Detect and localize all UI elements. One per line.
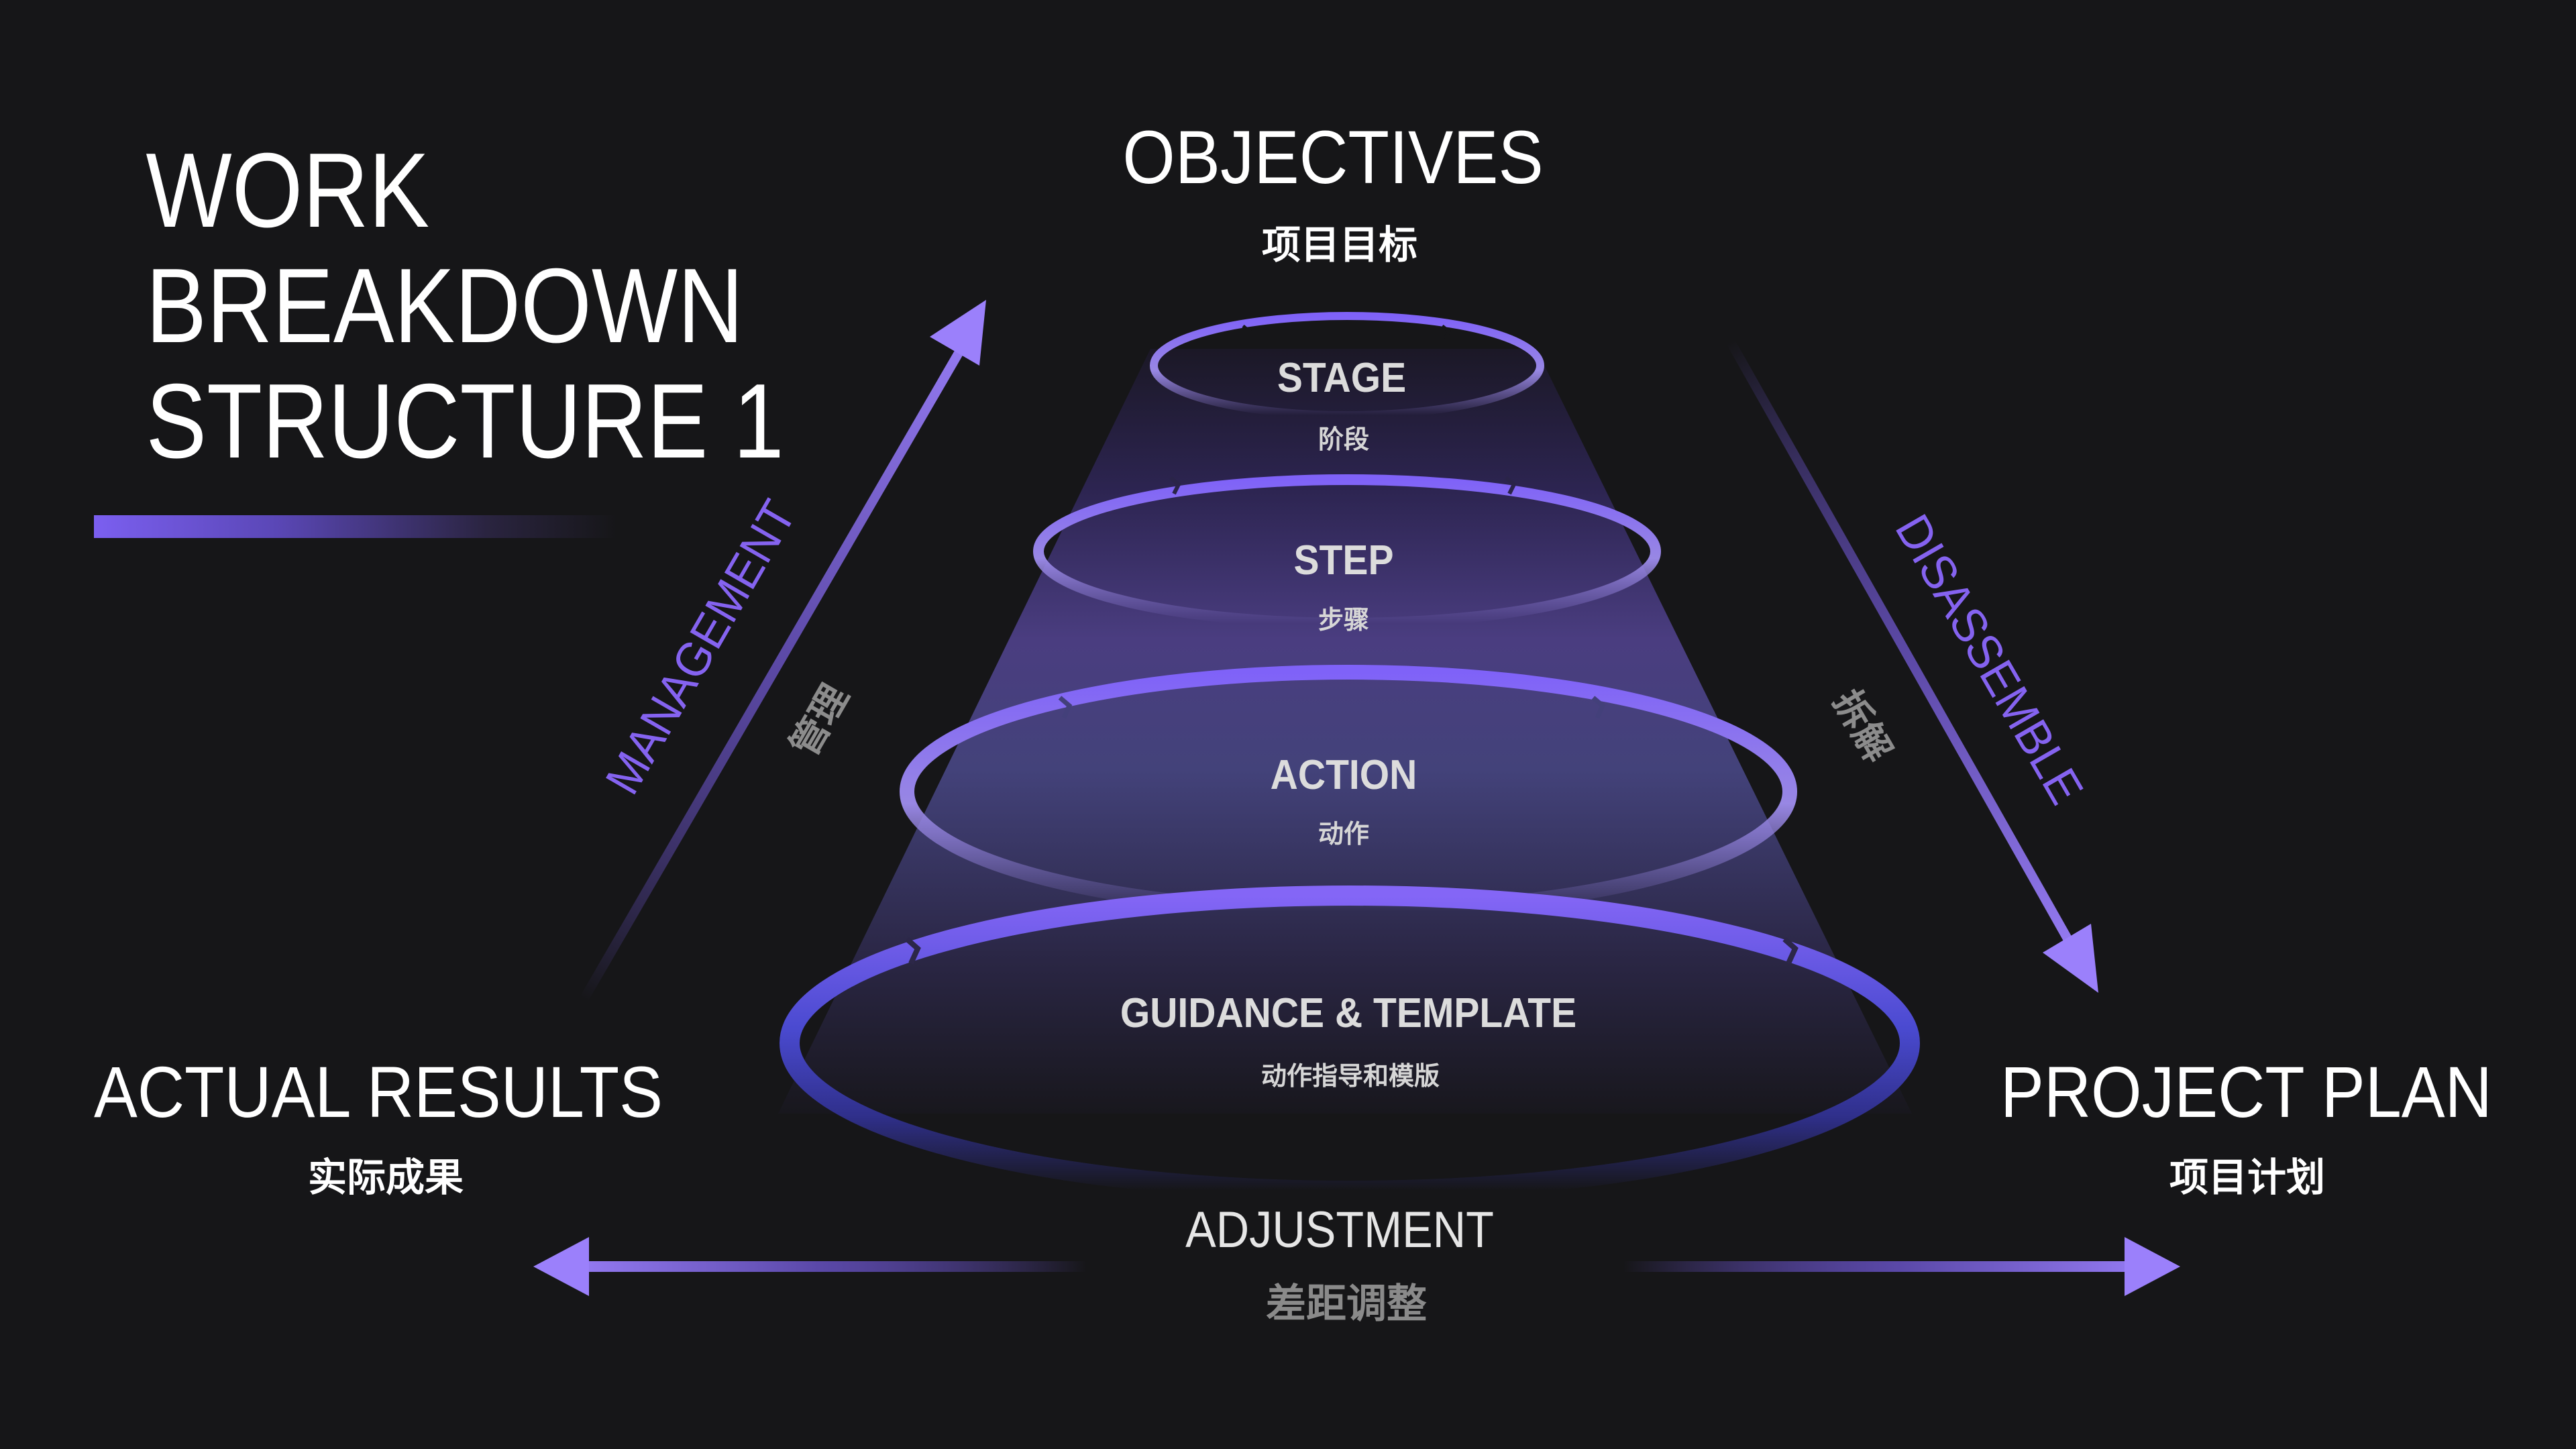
title-accent-bar [94,515,617,538]
ring-notch-icon [1591,696,1606,719]
ring-notch-icon [1782,936,1799,965]
adjustment-label-zh: 差距调整 [1266,1281,1427,1326]
ring-guidance [780,885,1920,1201]
ring-action [900,665,1797,918]
tier-stage-label: STAGE [1277,355,1407,401]
tier-action-label: ACTION [1270,752,1417,798]
ring-notch-icon [1505,476,1517,495]
management-arrow [579,300,986,1002]
disassemble-arrow [1726,339,2098,993]
ring-notch-icon [1169,476,1181,495]
actual-results-label-zh: 实际成果 [307,1156,464,1199]
ring-notch-icon [1242,325,1252,340]
tier-stage-label-zh: 阶段 [1318,426,1370,454]
tier-guidance-label: GUIDANCE & TEMPLATE [1120,990,1577,1036]
arrow-head-icon [2043,924,2098,993]
ring-stage [1150,312,1544,419]
tier-step-label-zh: 步骤 [1318,606,1370,635]
ring-notch-icon [1441,325,1452,340]
page-title: WORK BREAKDOWN STRUCTURE 1 [146,133,784,479]
objectives-label-zh: 项目目标 [1261,223,1418,267]
title-line: STRUCTURE 1 [146,362,784,480]
project-plan-label: PROJECT PLAN [2000,1051,2492,1132]
tier-guidance-label-zh: 动作指导和模版 [1260,1063,1440,1091]
actual-results-label: ACTUAL RESULTS [94,1051,663,1132]
ring-step [1033,474,1661,629]
ring-notch-icon [905,936,921,965]
title-line: BREAKDOWN [146,247,744,365]
tier-action-label-zh: 动作 [1318,820,1370,849]
ring-notch-icon [1058,696,1073,719]
arrow-head-icon [533,1237,589,1296]
objectives-label: OBJECTIVES [1122,115,1544,199]
adjustment-arrow-left [533,1237,1087,1296]
arrow-head-icon [930,300,986,366]
adjustment-arrow-right [1623,1237,2180,1296]
tier-step-label: STEP [1293,537,1394,584]
title-line: WORK [146,131,430,250]
arrow-head-icon [2125,1237,2180,1296]
project-plan-label-zh: 项目计划 [2169,1156,2326,1199]
adjustment-label: ADJUSTMENT [1185,1201,1494,1258]
